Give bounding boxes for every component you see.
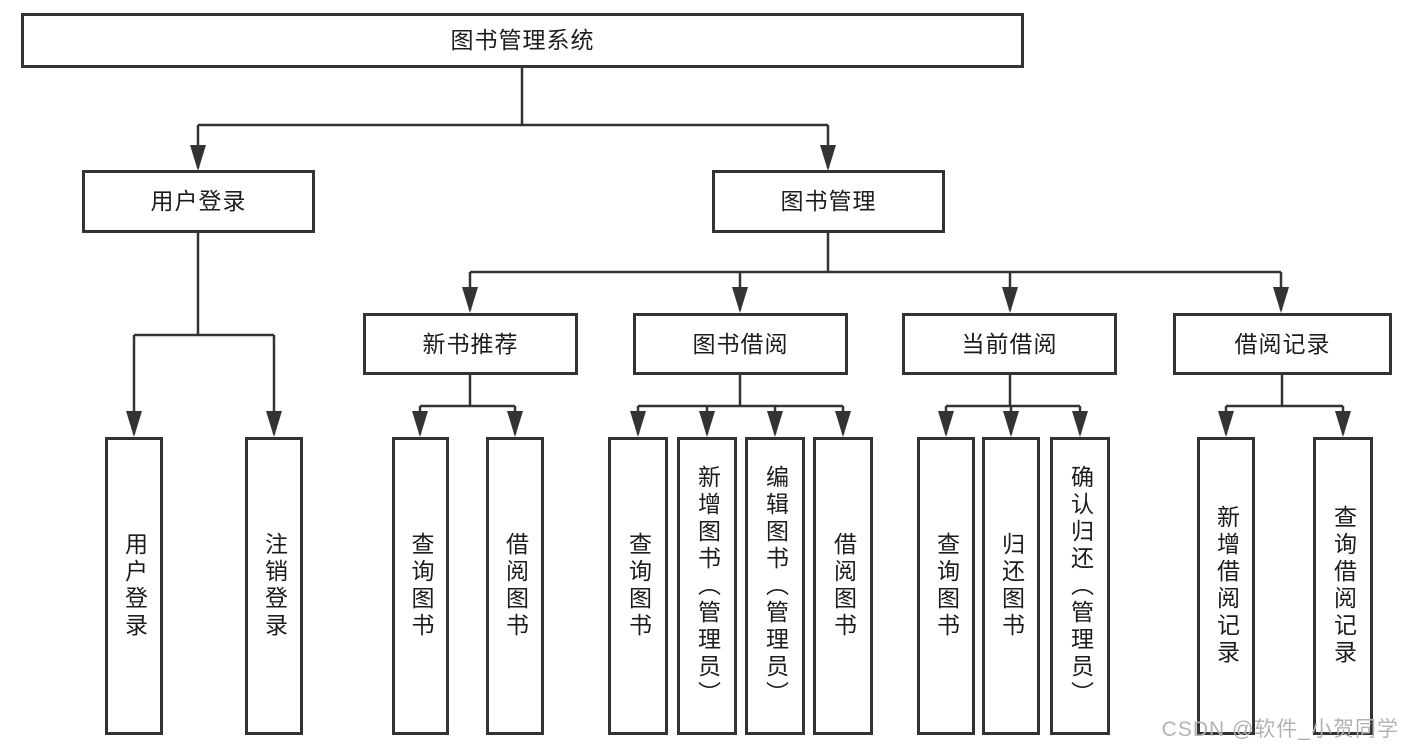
leaf-borrow-query-books: 查询图书 (608, 437, 668, 735)
node-new-book-recommend: 新书推荐 (363, 313, 578, 375)
leaf-add-books-admin: 新增图书（管理员） (677, 437, 737, 735)
node-user-login: 用户登录 (82, 170, 315, 233)
leaf-borrow-books: 借阅图书 (813, 437, 873, 735)
node-borrow-records: 借阅记录 (1173, 313, 1392, 375)
leaf-return-books: 归还图书 (982, 437, 1040, 735)
leaf-current-query-books: 查询图书 (917, 437, 975, 735)
leaf-user-login: 用户登录 (105, 437, 163, 735)
leaf-confirm-return-admin: 确认归还（管理员） (1050, 437, 1110, 735)
leaf-recommend-borrow-books: 借阅图书 (486, 437, 544, 735)
node-root-library-system: 图书管理系统 (21, 13, 1024, 68)
leaf-add-borrow-record: 新增借阅记录 (1197, 437, 1255, 735)
leaf-query-borrow-record: 查询借阅记录 (1313, 437, 1373, 735)
csdn-watermark: CSDN @软件_小贺同学 (1161, 718, 1399, 741)
node-current-borrow: 当前借阅 (902, 313, 1117, 375)
node-book-borrow: 图书借阅 (633, 313, 848, 375)
leaf-logout: 注销登录 (245, 437, 303, 735)
node-book-management: 图书管理 (712, 170, 945, 233)
leaf-recommend-query-books: 查询图书 (392, 437, 449, 735)
leaf-edit-books-admin: 编辑图书（管理员） (745, 437, 805, 735)
